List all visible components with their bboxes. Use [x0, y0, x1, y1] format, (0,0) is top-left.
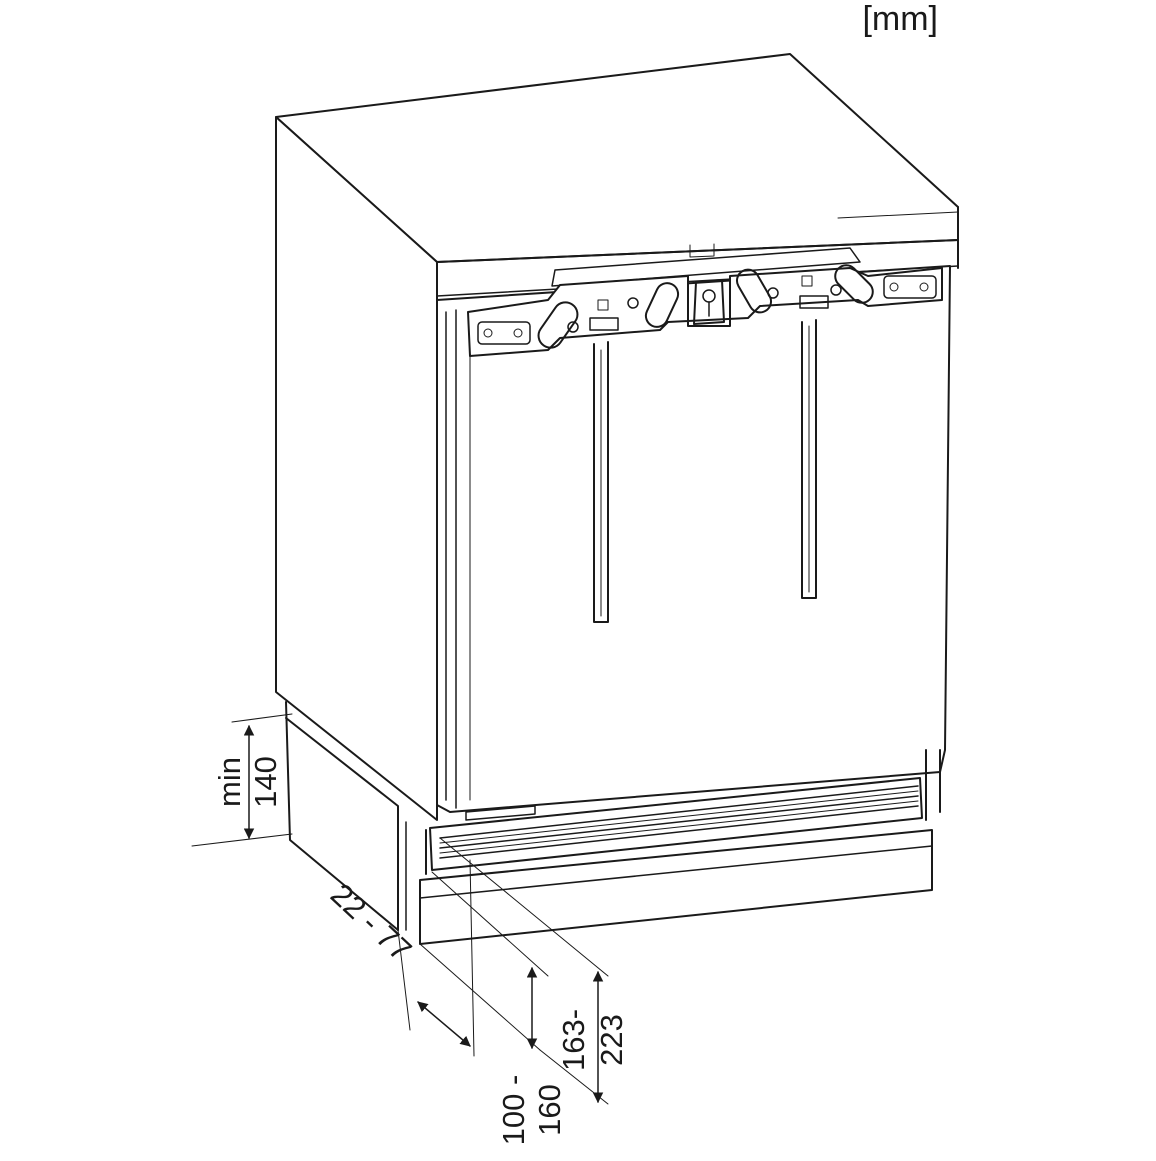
- dim-plinth-height-label-1: min: [212, 757, 247, 807]
- dim-ventilation-label-2: 160: [532, 1084, 567, 1136]
- unit-label: [mm]: [862, 0, 938, 38]
- dim-plinth-height: min 140: [191, 713, 293, 847]
- plinth: [285, 701, 933, 945]
- door-mounting-bracket: [467, 264, 943, 357]
- dim-total-plinth-label-1: 163-: [556, 1009, 591, 1071]
- dim-total-plinth: 163- 223: [439, 837, 629, 1105]
- dim-plinth-height-label-2: 140: [248, 756, 283, 808]
- ventilation-grille: [425, 749, 941, 875]
- cabinet-side: [275, 116, 438, 821]
- dim-plinth-depth-label: 22 - 77: [324, 877, 418, 968]
- appliance-cabinet: [275, 53, 959, 821]
- door-guide-rails: [593, 319, 817, 623]
- dim-ventilation-height: 100 - 160: [419, 871, 567, 1146]
- dim-ventilation-label-1: 100 -: [496, 1075, 531, 1146]
- dim-total-plinth-label-2: 223: [594, 1014, 629, 1066]
